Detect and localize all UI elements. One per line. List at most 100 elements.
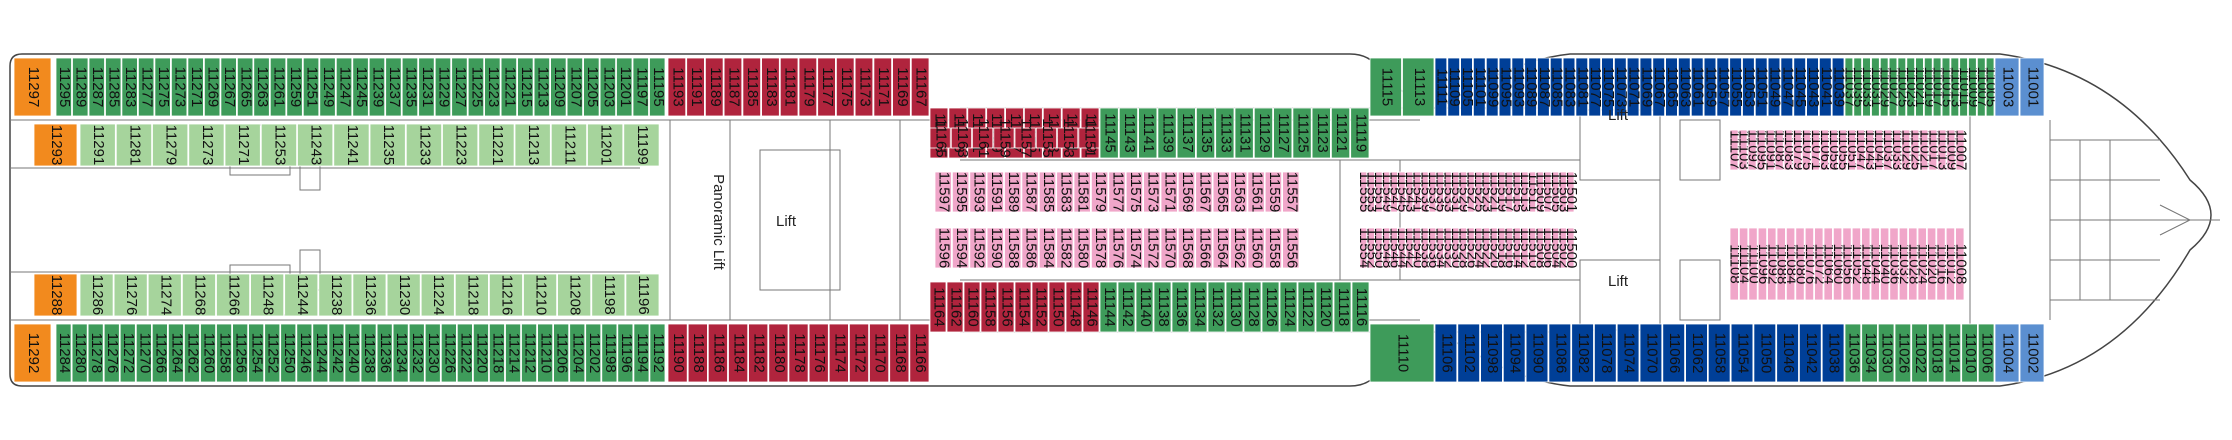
cabin-11036[interactable]: 11036 [1844,323,1862,383]
cabin-box[interactable] [1819,57,1832,117]
cabin-11261[interactable]: 11261 [269,57,288,117]
cabin-box[interactable] [401,57,419,117]
cabin-11038[interactable]: 11038 [1821,323,1845,383]
cabin-box[interactable] [1350,107,1370,159]
cabin-box[interactable] [1038,171,1057,213]
cabin-box[interactable] [1793,57,1807,117]
cabin-box[interactable] [521,323,538,383]
cabin-11595[interactable]: 11595 [952,171,970,213]
cabin-11266[interactable]: 11266 [216,273,250,317]
cabin-11106[interactable]: 11106 [1434,323,1458,383]
cabin-box[interactable] [1823,227,1833,301]
cabin-box[interactable] [583,57,600,117]
cabin-box[interactable] [952,227,970,269]
cabin-11135[interactable]: 11135 [1196,107,1215,159]
cabin-11087[interactable]: 11087 [1536,57,1553,117]
cabin-box[interactable] [1690,57,1704,117]
cabin-box[interactable] [1176,107,1196,159]
cabin-11224[interactable]: 11224 [420,273,455,317]
cabin-box[interactable] [1253,107,1274,159]
cabin-11007[interactable]: 11007 [1953,129,1970,171]
cabin-box[interactable] [569,323,586,383]
cabin-11570[interactable]: 11570 [1160,227,1179,269]
cabin-box[interactable] [1153,281,1172,333]
cabin-box[interactable] [1273,107,1293,159]
cabin-box[interactable] [969,171,987,213]
cabin-11069[interactable]: 11069 [1638,57,1655,117]
cabin-box[interactable] [1497,227,1506,269]
cabin-box[interactable] [368,57,386,117]
cabin-11561[interactable]: 11561 [1247,171,1266,213]
cabin-box[interactable] [1369,323,1435,383]
cabin-box[interactable] [1264,227,1282,269]
cabin-box[interactable] [889,323,910,383]
cabin-11189[interactable]: 11189 [705,57,724,117]
cabin-11259[interactable]: 11259 [286,57,304,117]
cabin-box[interactable] [1910,129,1920,171]
cabin-box[interactable] [533,57,550,117]
cabin-box[interactable] [203,57,221,117]
cabin-box[interactable] [1894,323,1912,383]
cabin-11174[interactable]: 11174 [828,323,849,383]
cabin-box[interactable] [1195,171,1213,213]
cabin-11138[interactable]: 11138 [1153,281,1172,333]
cabin-box[interactable] [1261,281,1280,333]
cabin-11579[interactable]: 11579 [1091,171,1109,213]
cabin-box[interactable] [1207,281,1226,333]
cabin-box[interactable] [910,57,930,117]
cabin-11158[interactable]: 11158 [980,281,999,333]
cabin-box[interactable] [1685,323,1708,383]
cabin-11063[interactable]: 11063 [1677,57,1694,117]
cabin-box[interactable] [557,273,592,317]
cabin-box[interactable] [1880,227,1890,301]
cabin-box[interactable] [2019,323,2045,383]
cabin-box[interactable] [514,123,551,167]
cabin-11293[interactable]: 11293 [33,123,78,167]
cabin-11273[interactable]: 11273 [170,57,189,117]
cabin-11568[interactable]: 11568 [1177,227,1196,269]
cabin-box[interactable] [1851,227,1861,301]
cabin-11572[interactable]: 11572 [1143,227,1162,269]
cabin-box[interactable] [1331,107,1351,159]
cabin-box[interactable] [187,57,204,117]
cabin-box[interactable] [963,281,981,333]
cabin-box[interactable] [1459,171,1467,213]
cabin-box[interactable] [1451,227,1460,269]
cabin-11170[interactable]: 11170 [869,323,890,383]
cabin-11078[interactable]: 11078 [1594,323,1617,383]
cabin-box[interactable] [599,57,616,117]
cabin-box[interactable] [79,123,116,167]
cabin-11242[interactable]: 11242 [328,323,346,383]
cabin-box[interactable] [183,323,200,383]
cabin-box[interactable] [1367,227,1375,269]
cabin-box[interactable] [1927,323,1945,383]
cabin-11574[interactable]: 11574 [1125,227,1144,269]
cabin-box[interactable] [1315,281,1334,333]
cabin-box[interactable] [1048,281,1066,333]
cabin-11178[interactable]: 11178 [788,323,809,383]
cabin-box[interactable] [1444,227,1452,269]
cabin-box[interactable] [1143,227,1161,269]
cabin-box[interactable] [1941,57,1951,117]
cabin-11571[interactable]: 11571 [1160,171,1179,213]
cabin-box[interactable] [1847,129,1856,171]
cabin-box[interactable] [488,323,505,383]
cabin-box[interactable] [405,123,442,167]
cabin-11269[interactable]: 11269 [203,57,222,117]
cabin-box[interactable] [408,323,425,383]
cabin-box[interactable] [1117,281,1136,333]
cabin-11179[interactable]: 11179 [798,57,817,117]
cabin-box[interactable] [137,57,155,117]
cabin-11166[interactable]: 11166 [909,323,930,383]
cabin-box[interactable] [1946,129,1956,171]
cabin-11121[interactable]: 11121 [1331,107,1351,159]
cabin-box[interactable] [1729,57,1742,117]
cabin-box[interactable] [1801,129,1811,171]
cabin-box[interactable] [1428,227,1437,269]
cabin-box[interactable] [335,57,353,117]
cabin-11095[interactable]: 11095 [1498,57,1515,117]
cabin-box[interactable] [1467,227,1475,269]
cabin-box[interactable] [728,323,749,383]
cabin-box[interactable] [1367,171,1375,213]
cabin-box[interactable] [828,323,849,383]
